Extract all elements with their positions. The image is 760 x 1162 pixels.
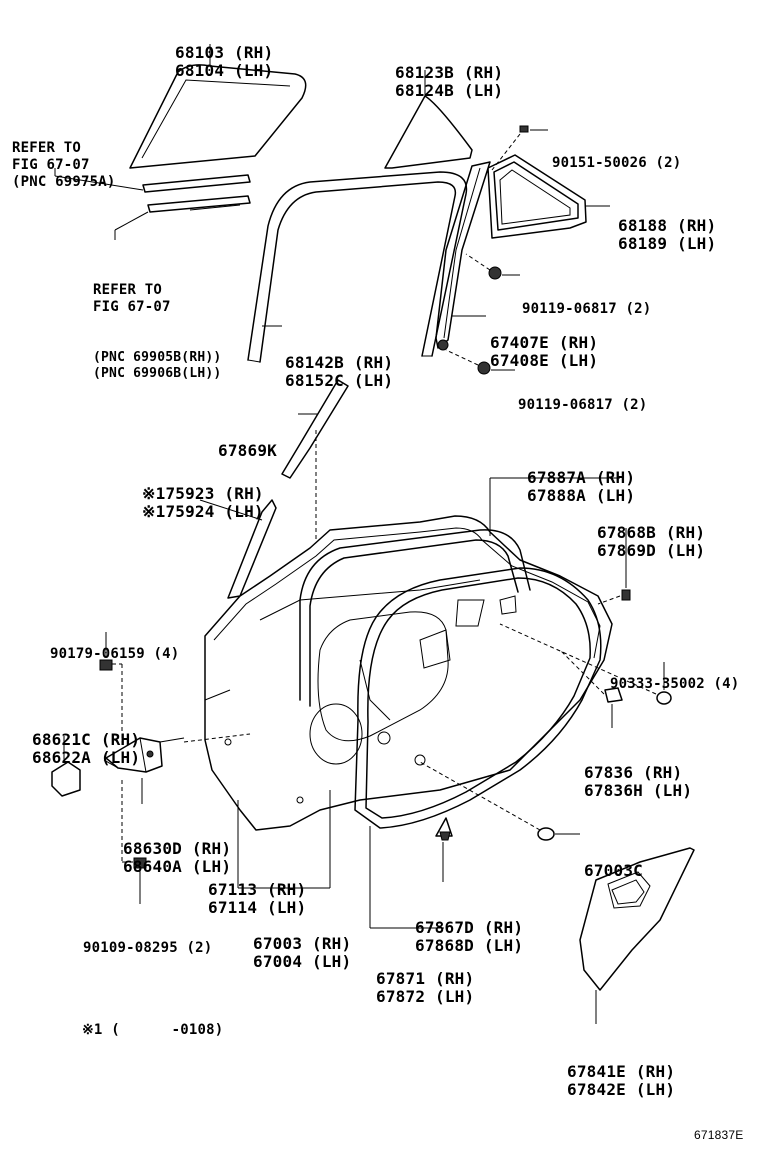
quarter-glass-part (384, 95, 473, 169)
door-check-cover (51, 761, 81, 797)
clip-67868b (621, 589, 631, 601)
label-67003: 67003 (RH)67004 (LH) (253, 934, 352, 971)
plug-67003c (537, 827, 555, 841)
bolt-90109 (133, 857, 147, 869)
label-67836: 67836 (RH)67836H (LH) (584, 763, 693, 800)
label-67887a: 67887A (RH)67888A (LH) (527, 468, 636, 505)
label-67869k: 67869K (218, 441, 277, 460)
door-glass-part (129, 64, 307, 169)
label-68188: 68188 (RH)68189 (LH) (618, 216, 717, 253)
door-bumper (604, 687, 623, 703)
label-90333: 90333-35002 (4) (610, 676, 740, 692)
label-67871: 67871 (RH)67872 (LH) (376, 969, 475, 1006)
label-68123b: 68123B (RH)68124B (LH) (395, 63, 504, 100)
label-90109: 90109-08295 (2) (83, 940, 213, 956)
glass-channel-strips (142, 174, 251, 213)
division-bar (435, 161, 491, 351)
door-trim-board (579, 847, 695, 991)
clip-67867d (435, 817, 453, 841)
label-90151: 90151-50026 (2) (552, 155, 682, 171)
sash-channel (281, 379, 349, 479)
diagram-drawing (51, 44, 695, 1024)
label-note: ※1 ( -0108) (82, 1022, 224, 1038)
label-67868b: 67868B (RH)67869D (LH) (597, 523, 706, 560)
label-67003c: 67003C (584, 861, 643, 880)
label-68621c: 68621C (RH)68622A (LH) (32, 730, 141, 767)
label-90179: 90179-06159 (4) (50, 646, 180, 662)
label-68103: 68103 (RH)68104 (LH) (175, 43, 274, 80)
opening-weatherstrip (354, 567, 602, 829)
door-hinge (103, 737, 185, 773)
hole-plug (656, 691, 672, 705)
label-75923: ※175923 (RH)※175924 (LH) (142, 484, 264, 521)
quarter-window-assy (487, 154, 587, 239)
screw-90151 (519, 125, 529, 133)
label-68142b: 68142B (RH)68152C (LH) (285, 353, 394, 390)
door-weatherstrip (299, 529, 531, 707)
glass-run-channel (247, 171, 468, 363)
screw-90119-a (488, 266, 502, 280)
label-68630d: 68630D (RH)68640A (LH) (123, 839, 232, 876)
label-90119-b: 90119-06817 (2) (518, 397, 648, 413)
label-90119-a: 90119-06817 (2) (522, 301, 652, 317)
label-67407e: 67407E (RH)67408E (LH) (490, 333, 599, 370)
parts-diagram: 68103 (RH)68104 (LH) 68123B (RH)68124B (… (12, 43, 743, 1143)
belt-moulding (227, 499, 277, 599)
label-67113: 67113 (RH)67114 (LH) (208, 880, 307, 917)
label-67841e: 67841E (RH)67842E (LH) (567, 1062, 676, 1099)
rear-door-panel (204, 515, 613, 831)
bolt-90179 (99, 659, 113, 671)
screw-90119-b (477, 361, 491, 375)
figure-number: 671837E (694, 1128, 744, 1142)
label-67867d: 67867D (RH)67868D (LH) (415, 918, 524, 955)
